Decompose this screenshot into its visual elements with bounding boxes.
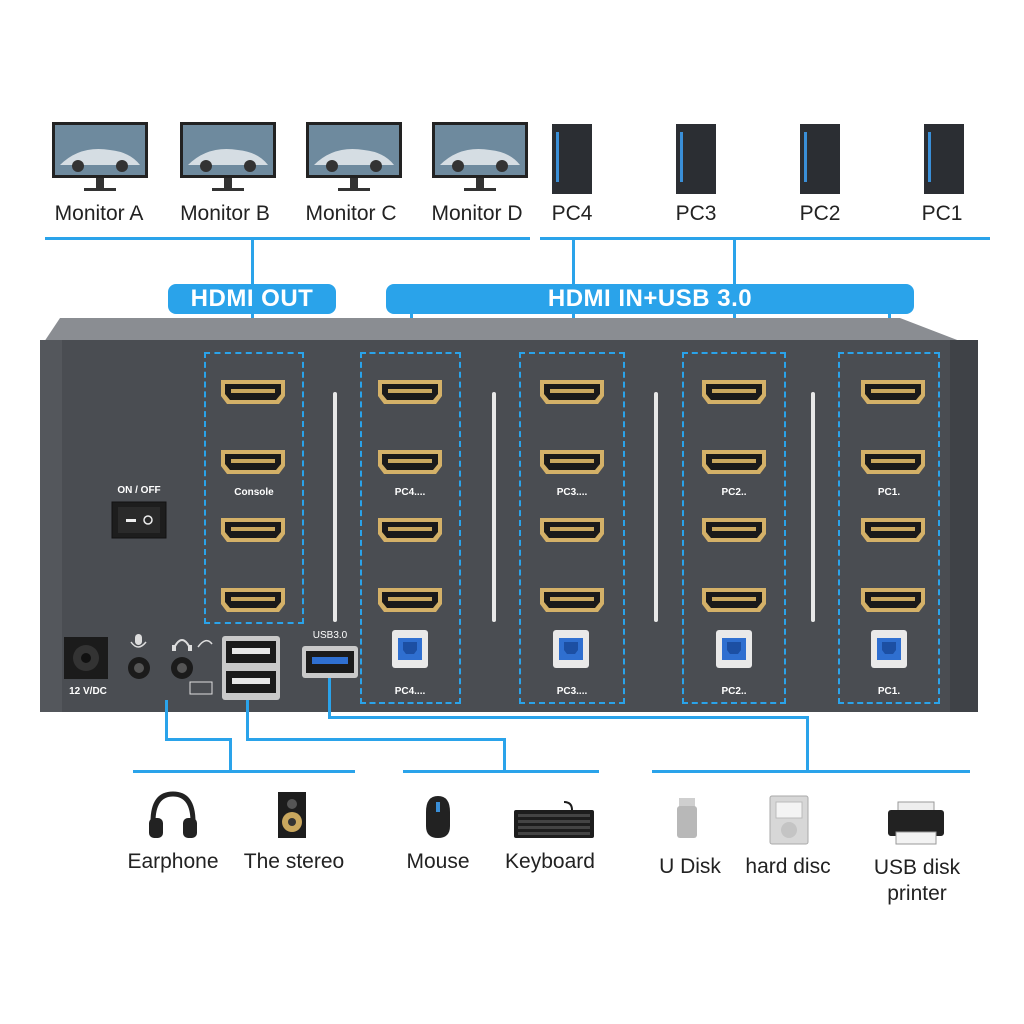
usba-bend-line [246, 738, 505, 741]
panel-divider [811, 392, 815, 622]
mouse-label: Mouse [406, 850, 470, 873]
monitor-c-image [306, 122, 402, 191]
pc2-usb-label: PC2.. [721, 686, 747, 697]
usb30-drop-line [328, 678, 331, 718]
input-bus-line [403, 770, 599, 773]
pc4-usb-label: PC4.... [394, 686, 426, 697]
audio-bus-line [133, 770, 355, 773]
u-disk-label: U Disk [659, 855, 721, 878]
usba-drop-line [246, 700, 249, 740]
pc1-port-group [838, 352, 940, 704]
monitor-a-image [52, 122, 148, 191]
pc3-port-group [519, 352, 625, 704]
audio-drop-line-2 [229, 738, 232, 770]
pc2-hdmi-label: PC2.. [721, 487, 747, 498]
panel-divider [492, 392, 496, 622]
printer-icon [888, 801, 944, 845]
pc-drop-line-right [733, 240, 736, 285]
monitor-c-label: Monitor C [305, 202, 397, 225]
pc3-label: PC3 [675, 202, 717, 225]
audio-bend-line [165, 738, 231, 741]
power-switch[interactable] [112, 502, 166, 538]
pc4-label: PC4 [551, 202, 593, 225]
monitor-bus-line [45, 237, 530, 240]
dc-input-label: 12 V/DC [69, 686, 107, 697]
pc2-tower-icon [800, 124, 840, 194]
usba-drop-line-2 [503, 738, 506, 770]
pc1-label: PC1 [921, 202, 963, 225]
monitor-d-image [432, 122, 528, 191]
panel-divider [333, 392, 337, 622]
headphone-icon [149, 791, 197, 838]
pc3-usb-label: PC3.... [556, 686, 588, 697]
usb30-bend-line [328, 716, 808, 719]
console-label: Console [234, 487, 274, 498]
panel-divider [654, 392, 658, 622]
speaker-icon [278, 792, 306, 838]
monitor-b-label: Monitor B [180, 202, 270, 225]
hard-disk-icon [769, 795, 809, 845]
usb30-label: USB3.0 [312, 630, 348, 641]
mouse-icon [426, 796, 450, 838]
hdmi-out-drop-line [251, 240, 254, 285]
hdmi-in-usb-band: HDMI IN+USB 3.0 [386, 284, 914, 314]
pc-drop-line-left [572, 240, 575, 285]
pc1-hdmi-label: PC1. [877, 487, 901, 498]
pc4-tower-icon [552, 124, 592, 194]
pc1-tower-icon [924, 124, 964, 194]
storage-bus-line [652, 770, 970, 773]
pc2-label: PC2 [799, 202, 841, 225]
console-port-group [204, 352, 304, 624]
pc2-port-group [682, 352, 786, 704]
pc3-tower-icon [676, 124, 716, 194]
hdmi-out-band: HDMI OUT [168, 284, 336, 314]
pc4-port-group [360, 352, 461, 704]
keyboard-icon [514, 801, 594, 838]
power-switch-label: ON / OFF [117, 485, 161, 496]
usb30-drop-line-2 [806, 716, 809, 770]
hard-disc-label: hard disc [745, 855, 831, 878]
pc1-usb-label: PC1. [877, 686, 901, 697]
keyboard-label: Keyboard [505, 850, 595, 873]
pc-bus-line [540, 237, 990, 240]
usb-disk-printer-label: USB disk printer [873, 856, 961, 905]
monitor-d-label: Monitor D [431, 202, 523, 225]
usb-drive-icon [677, 798, 697, 838]
pc4-hdmi-label: PC4.... [394, 487, 426, 498]
audio-drop-line [165, 700, 168, 740]
monitor-a-label: Monitor A [54, 202, 144, 225]
pc3-hdmi-label: PC3.... [556, 487, 588, 498]
stereo-label: The stereo [243, 850, 345, 873]
earphone-label: Earphone [127, 850, 219, 873]
monitor-b-image [180, 122, 276, 191]
